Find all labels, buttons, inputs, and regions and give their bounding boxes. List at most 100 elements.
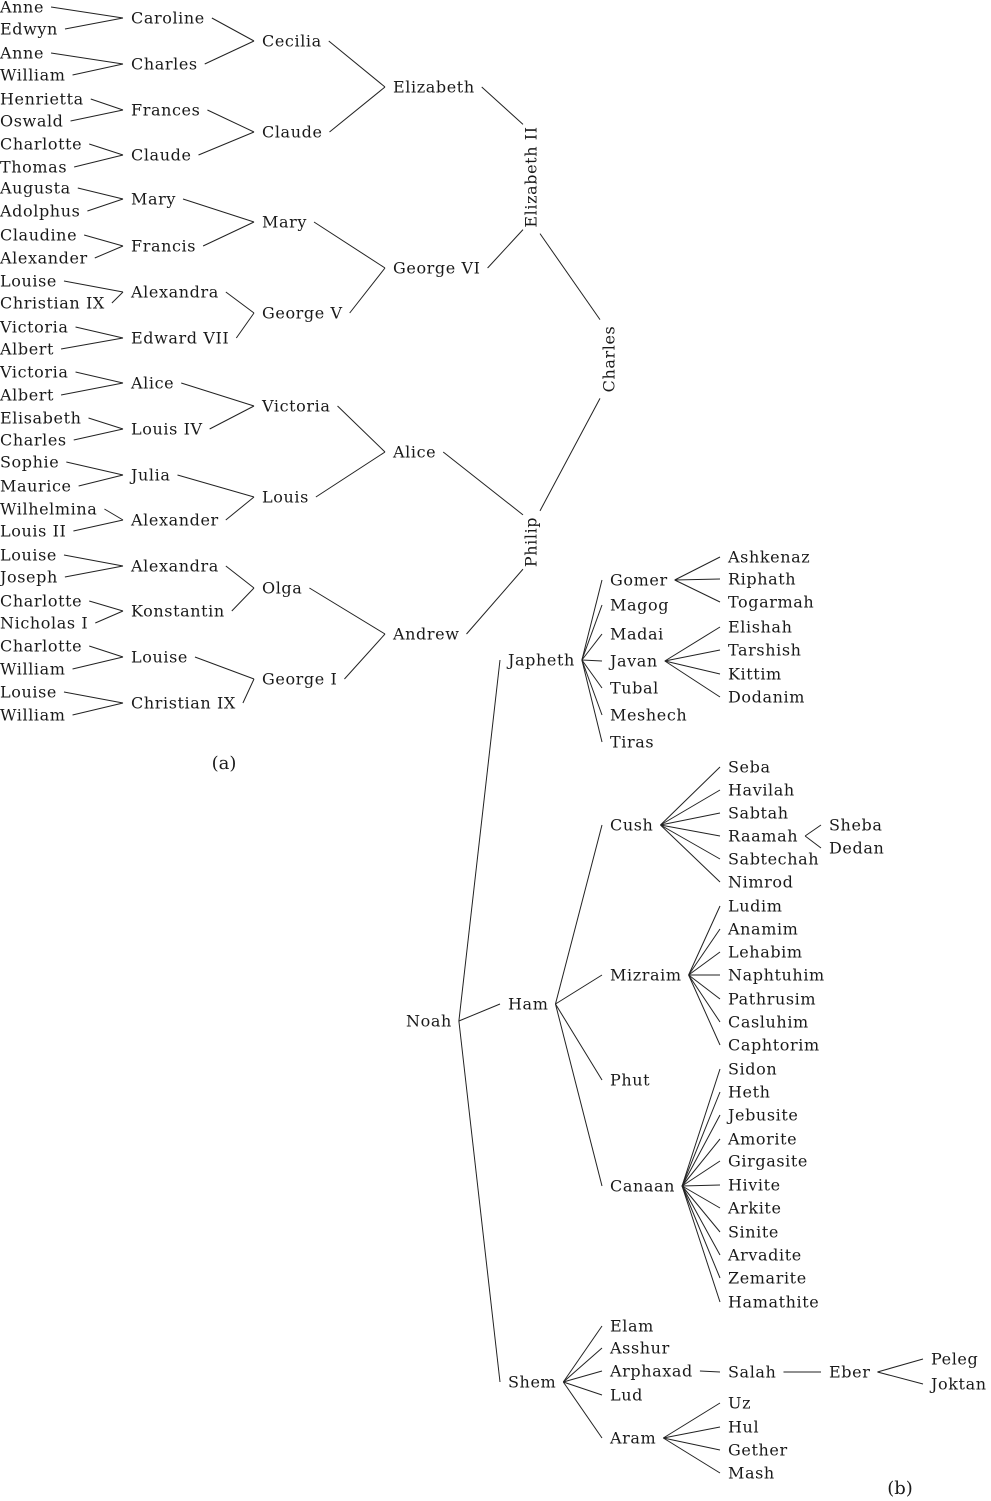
person-node: Victoria — [0, 363, 69, 382]
tree-edge — [182, 198, 255, 223]
person-node: Heth — [728, 1083, 771, 1102]
tree-edge — [688, 905, 721, 976]
tree-edge — [581, 659, 603, 716]
tree-edge — [562, 1381, 603, 1439]
tree-edge — [90, 98, 124, 111]
person-node: Canaan — [610, 1177, 675, 1196]
person-node: Augusta — [0, 179, 71, 198]
tree-edge — [581, 579, 603, 661]
person-node: Nimrod — [728, 873, 793, 892]
tree-edge — [344, 633, 386, 680]
tree-edge — [60, 382, 124, 396]
tree-edge — [699, 1370, 721, 1373]
tree-edge — [660, 789, 721, 826]
person-node: Alice — [392, 443, 436, 462]
noah-tree: NoahJaphethHamShemGomerMagogMadaiJavanTu… — [406, 548, 986, 1483]
person-node: Riphath — [728, 570, 796, 589]
person-node: Louise — [0, 683, 57, 702]
tree-edge — [75, 326, 124, 339]
person-node: Hamathite — [728, 1293, 819, 1312]
person-node: Shem — [508, 1373, 556, 1392]
tree-edge — [63, 554, 124, 567]
person-node: Joseph — [0, 568, 58, 587]
tree-edge — [111, 291, 124, 304]
person-node: Uz — [728, 1394, 751, 1413]
tree-edge — [74, 154, 124, 168]
person-node: Sheba — [829, 816, 883, 835]
tree-edge — [329, 86, 386, 133]
person-node: Casluhim — [728, 1013, 809, 1032]
person-node: Olga — [262, 579, 302, 598]
person-node: Eber — [829, 1363, 870, 1382]
person-node: Gether — [728, 1441, 788, 1460]
person-node: Edward VII — [131, 329, 229, 348]
tree-edge — [466, 568, 524, 635]
person-node: Phut — [610, 1071, 650, 1090]
tree-edge — [63, 691, 124, 704]
tree-edge — [349, 267, 386, 314]
tree-edge — [660, 766, 721, 826]
tree-edge — [563, 1381, 603, 1396]
tree-edge — [663, 1437, 721, 1451]
tree-edge — [88, 417, 124, 430]
tree-edge — [539, 398, 601, 512]
tree-edge — [73, 519, 124, 532]
person-node: Alexander — [0, 249, 88, 268]
tree-edge — [554, 1003, 603, 1187]
tree-edge — [84, 234, 124, 247]
tree-edge — [313, 221, 386, 269]
pedigree-edges — [50, 6, 601, 716]
person-node: Ham — [508, 995, 548, 1014]
tree-edge — [209, 405, 255, 430]
person-node: Arphaxad — [609, 1362, 693, 1381]
person-node: William — [0, 706, 66, 725]
person-node: Francis — [131, 237, 196, 256]
person-node: Tiras — [610, 733, 654, 752]
tree-edge — [539, 233, 601, 320]
tree-edge — [681, 1160, 721, 1187]
tree-edge — [194, 656, 255, 680]
person-node: Henrietta — [0, 90, 84, 109]
tree-edge — [225, 565, 255, 589]
person-node: Elisabeth — [0, 409, 82, 428]
tree-edge — [487, 229, 524, 269]
person-node: Louise — [131, 648, 188, 667]
person-node: Charles — [131, 55, 198, 74]
tree-edge — [63, 280, 124, 293]
person-node: Naphtuhim — [728, 966, 825, 985]
person-node: Charlotte — [0, 637, 82, 656]
caption-b: (b) — [887, 1478, 913, 1499]
tree-edge — [681, 1185, 721, 1279]
tree-edge — [674, 578, 721, 581]
person-node: Tubal — [610, 679, 659, 698]
tree-edge — [660, 824, 721, 837]
tree-edge — [64, 565, 124, 578]
person-node: Cush — [610, 816, 653, 835]
person-node: Louis — [262, 488, 309, 507]
tree-edge — [94, 245, 124, 259]
person-node: Pathrusim — [728, 990, 816, 1009]
person-node: Oswald — [0, 112, 64, 131]
tree-edge — [554, 824, 603, 1005]
tree-edge — [181, 382, 255, 407]
person-node: Javan — [608, 652, 658, 671]
person-node: Alexandra — [130, 557, 219, 576]
tree-edge — [73, 428, 124, 441]
tree-edge — [202, 221, 255, 247]
tree-edge — [70, 109, 124, 122]
person-node: Anne — [0, 44, 44, 63]
tree-edge — [562, 1347, 603, 1383]
tree-edge — [804, 824, 822, 837]
tree-edge — [681, 1114, 721, 1187]
tree-edge — [211, 17, 255, 42]
tree-edge — [660, 812, 721, 826]
tree-edge — [315, 451, 386, 498]
person-node: Japheth — [506, 651, 575, 670]
person-node: Arkite — [727, 1199, 782, 1218]
tree-edge — [78, 474, 124, 487]
person-node: Anne — [0, 0, 44, 17]
person-node: Hul — [728, 1418, 759, 1437]
tree-edge — [442, 451, 524, 516]
person-node: Madai — [610, 625, 664, 644]
tree-edge — [77, 187, 124, 200]
